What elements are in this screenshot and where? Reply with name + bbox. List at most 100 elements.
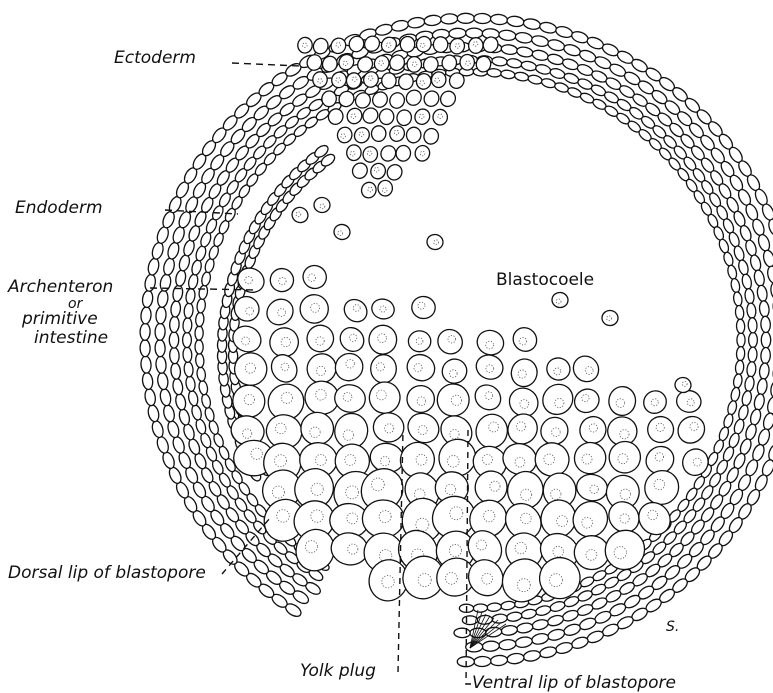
ectoderm-cell xyxy=(741,273,753,290)
label-blastocoele: Blastocoele xyxy=(496,272,594,289)
wedge-cell xyxy=(388,124,407,144)
ectoderm-cell xyxy=(492,56,508,66)
wedge-cell xyxy=(321,90,337,107)
ectoderm-cell xyxy=(549,67,566,80)
wedge-cell xyxy=(396,109,413,127)
ectoderm-cell xyxy=(194,245,207,262)
wedge-cell xyxy=(421,88,441,109)
wedge-cell xyxy=(414,144,432,162)
yolk-cell xyxy=(367,379,403,415)
ectoderm-cell xyxy=(767,218,773,237)
ectoderm-cell xyxy=(546,53,564,67)
ectoderm-cell xyxy=(500,601,515,611)
ectoderm-cell xyxy=(196,367,206,382)
ectoderm-cell xyxy=(195,312,204,327)
ectoderm-cell xyxy=(195,340,204,354)
yolk-cell xyxy=(645,414,677,446)
ectoderm-cell xyxy=(756,378,768,395)
ectoderm-cell xyxy=(749,408,762,426)
ectoderm-cell xyxy=(200,393,211,409)
ectoderm-cell xyxy=(474,13,491,24)
ectoderm-cell xyxy=(733,373,743,388)
ectoderm-cell xyxy=(204,258,216,274)
ectoderm-cell xyxy=(753,393,766,411)
wedge-cell xyxy=(384,162,404,183)
yolk-cell xyxy=(372,411,406,443)
ectoderm-cell xyxy=(157,372,169,390)
ectoderm-cell xyxy=(562,43,581,58)
yolk-cell xyxy=(435,382,471,418)
wedge-cell xyxy=(336,126,354,144)
wedge-cell xyxy=(360,180,378,199)
ectoderm-cell xyxy=(185,376,196,392)
ectoderm-cell xyxy=(748,317,758,333)
ectoderm-cell xyxy=(144,388,157,407)
yolk-cell xyxy=(262,294,298,330)
ectoderm-cell xyxy=(144,274,157,293)
ectoderm-cell xyxy=(391,19,410,32)
ectoderm-cell xyxy=(759,363,770,380)
ectoderm-cell xyxy=(174,393,187,411)
ectoderm-cell xyxy=(195,353,204,368)
ectoderm-cell xyxy=(516,46,534,58)
ectoderm-cell xyxy=(151,420,165,439)
ectoderm-cell xyxy=(506,652,524,664)
yolk-cell xyxy=(570,385,603,417)
wedge-cell xyxy=(387,90,407,110)
ectoderm-cell xyxy=(183,347,193,363)
ectoderm-cell xyxy=(178,254,191,272)
yolk-cell xyxy=(537,378,579,420)
ectoderm-cell xyxy=(737,259,749,276)
loose-cell xyxy=(290,205,311,225)
ectoderm-cell xyxy=(741,390,753,407)
ectoderm-cell xyxy=(147,257,161,276)
ectoderm-cell xyxy=(506,58,522,69)
ectoderm-cell xyxy=(166,241,181,260)
ectoderm-cell xyxy=(744,288,755,304)
yolk-cell xyxy=(370,355,396,384)
wedge-cell xyxy=(345,106,365,126)
loose-cell xyxy=(601,310,618,326)
ectoderm-cell xyxy=(501,44,518,55)
yolk-cell xyxy=(330,348,368,386)
yolk-cell xyxy=(433,324,468,358)
label-archenteron-primitive: primitive xyxy=(22,311,98,328)
yolk-cell xyxy=(303,321,338,356)
ectoderm-cell xyxy=(208,419,220,435)
label-yolk-plug: Yolk plug xyxy=(300,663,376,680)
ectoderm-cell xyxy=(762,412,773,431)
ectoderm-cell xyxy=(539,21,558,35)
ectoderm-cell xyxy=(501,625,518,636)
ectoderm-cell xyxy=(457,13,474,23)
ectoderm-cell xyxy=(169,316,179,333)
yolk-cell xyxy=(438,354,472,388)
yolk-cell xyxy=(607,439,642,475)
ectoderm-cell xyxy=(194,418,207,435)
label-archenteron-intestine: intestine xyxy=(34,330,108,347)
ectoderm-cell xyxy=(531,34,550,48)
yolk-cell xyxy=(299,261,330,292)
ectoderm-cell xyxy=(140,323,150,340)
ectoderm-cell xyxy=(140,340,150,357)
ectoderm-cell xyxy=(535,604,552,616)
ectoderm-cell xyxy=(182,239,196,257)
ectoderm-cell xyxy=(198,285,209,300)
ectoderm-cell xyxy=(546,614,564,628)
ectoderm-cell xyxy=(162,404,176,423)
ectoderm-cell xyxy=(733,418,746,435)
label-ventral-lip: Ventral lip of blastopore xyxy=(472,675,676,692)
wedge-cell xyxy=(351,125,372,146)
loose-cell xyxy=(426,233,444,250)
ectoderm-cell xyxy=(749,332,758,347)
wedge-cell xyxy=(371,125,387,142)
ectoderm-cell xyxy=(523,649,542,662)
ectoderm-cell xyxy=(748,347,758,363)
wedge-cell xyxy=(297,37,313,54)
label-endoderm: Endoderm xyxy=(15,200,103,217)
ectoderm-cell xyxy=(757,233,772,252)
ectoderm-cell xyxy=(527,74,543,85)
ectoderm-cell xyxy=(756,285,768,302)
yolk-cell xyxy=(675,389,702,414)
ectoderm-cell xyxy=(737,333,745,347)
ectoderm-cell xyxy=(140,356,151,374)
